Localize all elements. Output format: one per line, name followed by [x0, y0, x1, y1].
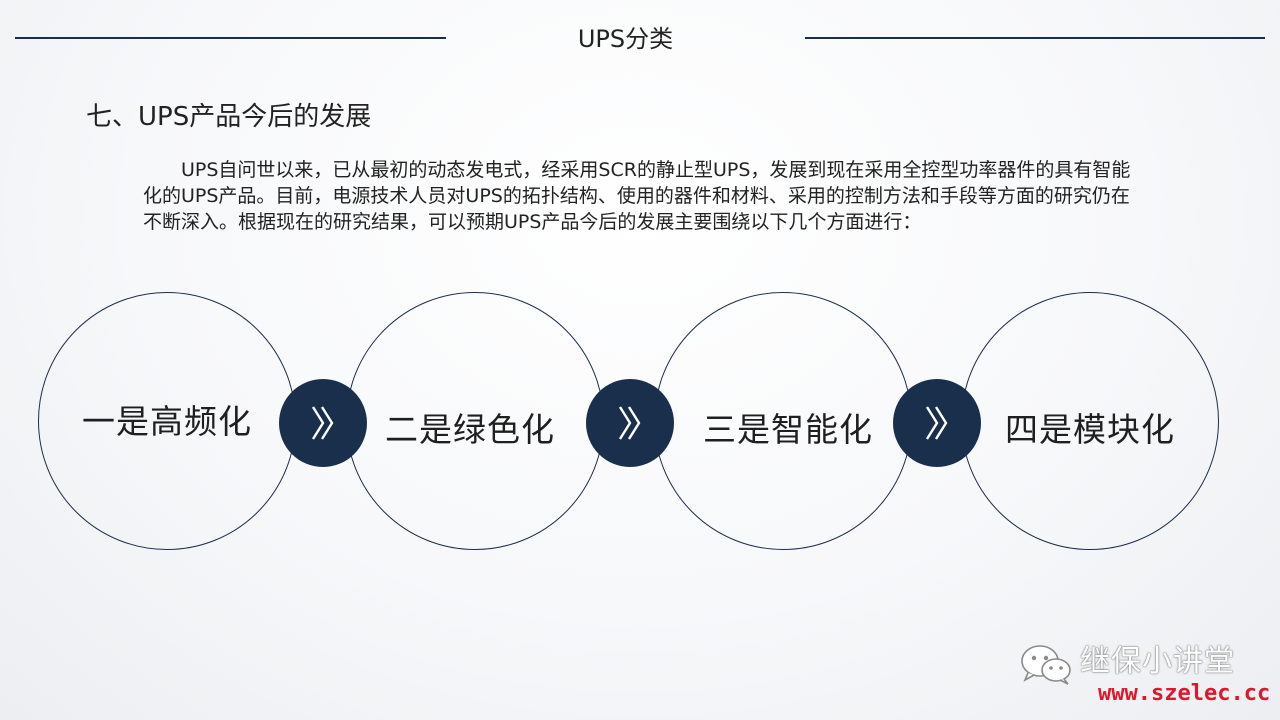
- double-chevron-right-icon: [311, 406, 334, 440]
- direction-circle-2: 二是绿色化: [346, 292, 604, 550]
- direction-circle-1: 一是高频化: [38, 292, 296, 550]
- header-title: UPS分类: [577, 25, 674, 53]
- intro-paragraph: UPS自问世以来，已从最初的动态发电式，经采用SCR的静止型UPS，发展到现在采…: [143, 159, 1131, 233]
- watermark-name: 继保小讲堂: [1080, 644, 1235, 679]
- arrow-badge-1: [279, 379, 367, 467]
- arrow-badge-2: [586, 379, 674, 467]
- watermark: 继保小讲堂 www.szelec.cc: [1018, 640, 1273, 712]
- double-chevron-right-icon: [618, 406, 641, 440]
- header-rule-right: [805, 37, 1265, 39]
- direction-label: 一是高频化: [82, 402, 252, 441]
- wechat-icon: [1021, 645, 1071, 685]
- arrow-badge-3: [893, 379, 981, 467]
- watermark-url: www.szelec.cc: [1098, 681, 1271, 706]
- direction-circle-3: 三是智能化: [654, 292, 912, 550]
- header-rule-left: [15, 37, 446, 39]
- section-heading: 七、UPS产品今后的发展: [86, 102, 372, 132]
- direction-label: 二是绿色化: [385, 410, 555, 449]
- direction-circle-4: 四是模块化: [961, 292, 1219, 550]
- double-chevron-right-icon: [925, 406, 948, 440]
- direction-label: 四是模块化: [1005, 410, 1175, 449]
- direction-label: 三是智能化: [703, 410, 873, 449]
